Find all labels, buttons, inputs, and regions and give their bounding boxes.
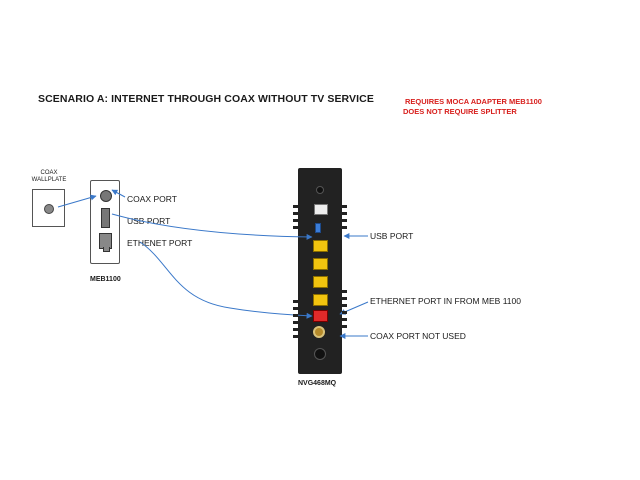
note-requires-adapter: REQUIRES MOCA ADAPTER MEB1100 (405, 97, 542, 106)
wallplate-label-line1: COAX (40, 170, 58, 176)
wire-usb-to-router (111, 213, 313, 240)
nvg468mq-router (298, 168, 342, 374)
router-coax-port-icon (313, 326, 325, 338)
wire-coax-label (111, 189, 126, 198)
wallplate-label-line2: WALLPLATE (31, 177, 67, 183)
wire-wallplate-to-adapter (57, 194, 97, 208)
adapter-coax-port-icon (100, 190, 112, 202)
router-lan-port-2-icon (313, 258, 328, 270)
wire-ethernet-to-router (139, 241, 313, 319)
router-name: NVG468MQ (298, 380, 337, 387)
adapter-coax-port-label: COAX PORT (127, 194, 177, 204)
router-lan-port-4-icon (313, 294, 328, 306)
coax-jack-icon (44, 204, 54, 214)
router-usb-port-icon (315, 223, 321, 233)
adapter-name: MEB1100 (90, 276, 121, 283)
wallplate-label: COAX WALLPLATE (30, 170, 68, 184)
adapter-usb-port-label: USB PORT (127, 216, 171, 226)
diagram-title: SCENARIO A: INTERNET THROUGH COAX WITHOU… (38, 93, 374, 105)
router-coax-label: COAX PORT NOT USED (370, 331, 466, 341)
router-ethernet-in-label: ETHERNET PORT IN FROM MEB 1100 (370, 296, 521, 306)
adapter-ethernet-port-icon (99, 233, 112, 252)
router-wan-port-icon (313, 310, 328, 322)
router-lan-port-3-icon (313, 276, 328, 288)
adapter-usb-port-icon (101, 208, 110, 228)
router-power-jack-icon (314, 348, 326, 360)
router-usb-label: USB PORT (370, 231, 414, 241)
adapter-ethernet-port-label: ETHENET PORT (127, 238, 193, 248)
note-no-splitter: DOES NOT REQUIRE SPLITTER (403, 107, 517, 116)
coax-wallplate (32, 189, 65, 227)
router-phone-port-icon (314, 204, 328, 215)
router-reset-button-icon (316, 186, 324, 194)
router-lan-port-1-icon (313, 240, 328, 252)
